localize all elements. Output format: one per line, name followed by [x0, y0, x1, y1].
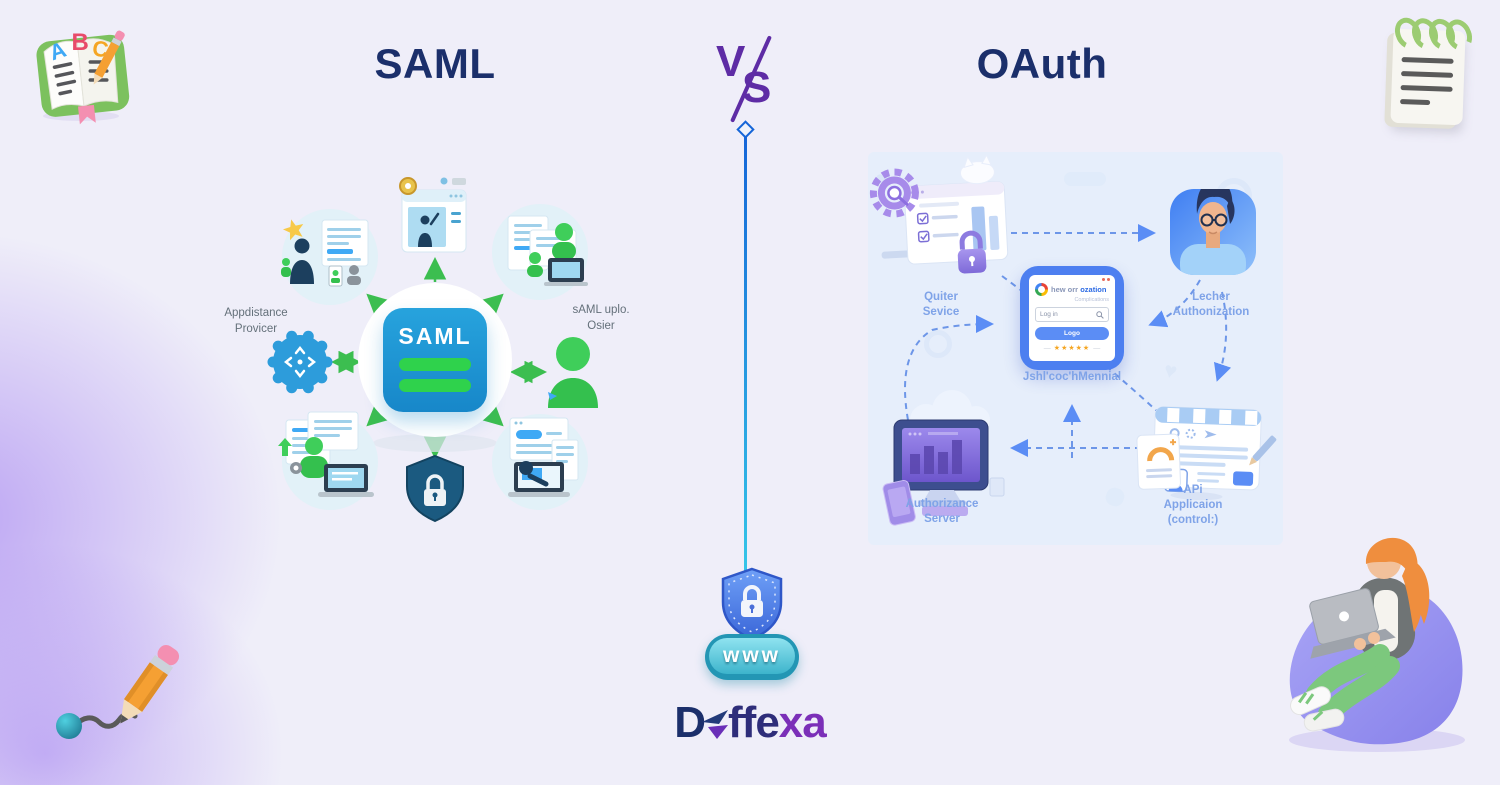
saml-bar-1: [399, 358, 471, 371]
oauth-node-api-app: [1136, 406, 1277, 501]
cursor-icon: [548, 392, 557, 400]
star-icon: [282, 219, 304, 241]
saml-right-label: sAML uplo. Osier: [572, 304, 630, 333]
notepad-pad: [1390, 13, 1477, 126]
saml-bar-2: [399, 379, 471, 392]
saml-diagram: SAML Appdistance Provicer sAML uplo. Osi…: [224, 150, 660, 570]
book-illustration: A B C: [36, 29, 130, 125]
awning-icon: [1155, 406, 1262, 426]
center-shield-lock-icon: [721, 567, 783, 641]
padlock-icon: [741, 585, 763, 617]
oauth-client-label: Quiter Sevice: [922, 291, 960, 318]
person-on-beanbag-illustration: [1289, 537, 1465, 752]
consent-subtitle: Complications: [1074, 297, 1109, 303]
diffexa-text-part2: xa: [778, 698, 827, 747]
notepad-illustration: [1386, 13, 1477, 130]
paper-plane-icon: [1204, 430, 1217, 439]
book-letter-b: B: [71, 29, 88, 56]
diffexa-logo: D ffe xa: [0, 698, 1500, 748]
saml-title: SAML: [374, 40, 496, 87]
saml-node-identity: [281, 209, 378, 305]
oauth-diagram: ♥ ♥: [868, 152, 1283, 545]
bookmark-icon: [78, 104, 96, 125]
center-divider-line: [744, 136, 747, 574]
vs-letter-v: V: [716, 37, 746, 86]
www-label: www: [722, 644, 781, 667]
pencil-illustration: [56, 645, 180, 739]
saml-node-browser: [399, 177, 467, 253]
saml-shield-lock-icon: [406, 454, 464, 523]
gauge-card-icon: [1136, 433, 1181, 490]
saml-node-federation-gear: [267, 330, 333, 394]
saml-node-laptop-user: [278, 411, 378, 510]
search-icon: [1096, 310, 1104, 319]
www-badge: www: [705, 634, 799, 680]
tablet-icon: [882, 479, 916, 526]
oauth-server-label: Authorizance Server: [905, 498, 979, 525]
gear-magnifier-icon: [869, 168, 919, 218]
saml-center-box: SAML: [383, 308, 487, 412]
vs-badge: V S: [716, 35, 786, 128]
www-badge-face: www: [709, 638, 795, 674]
oauth-api-label: APi Applicaion (control:): [1163, 484, 1223, 526]
oauth-consent-card: hew orr ozation Complications Log in Log…: [1020, 266, 1124, 370]
cloud-watermark-icon: [1064, 172, 1106, 186]
gear-watermark-icon: [924, 330, 952, 358]
login-card: hew orr ozation Complications Log in Log…: [1029, 275, 1115, 361]
diffexa-arrows-icon: [702, 710, 729, 739]
oauth-title: OAuth: [976, 40, 1108, 87]
oauth-node-auth-server: [882, 390, 1005, 526]
oauth-node-user-avatar: [1170, 189, 1256, 275]
saml-left-label: Appdistance Provicer: [224, 307, 288, 336]
oauth-center-label: Jshl'coc'hMennial: [1022, 371, 1122, 383]
book-pencil-icon: [93, 30, 125, 85]
diffexa-text-part1: ffe: [728, 698, 780, 747]
rating-row: — ★★★★★ —: [1043, 344, 1101, 353]
oauth-diagram-graphic: [869, 154, 1277, 526]
woman-figure: [1290, 537, 1423, 732]
up-arrow-icon: [278, 438, 292, 456]
vs-letter-s: S: [742, 63, 772, 112]
oauth-user-label: Lecher Authonization: [1172, 291, 1250, 318]
login-button: Logo: [1035, 327, 1109, 340]
google-g-icon: [1035, 283, 1048, 296]
teal-ball-icon: [56, 713, 82, 739]
window-dots-icon: [1102, 278, 1110, 281]
book-letter-a: A: [46, 37, 69, 66]
saml-node-presentation: [492, 414, 588, 510]
sneakers: [1290, 686, 1345, 732]
pencil-icon: [120, 645, 180, 724]
saml-node-users-docs: [492, 204, 588, 300]
cloud-cat-icon: [959, 154, 995, 185]
lock-icon: [957, 230, 987, 274]
consent-brand: hew orr ozation: [1051, 285, 1107, 294]
saml-node-user: [548, 337, 598, 408]
login-input: Log in: [1035, 307, 1109, 322]
stars-icon: ★★★★★: [1053, 345, 1091, 352]
saml-center-label: SAML: [398, 323, 472, 349]
diffexa-letter-d: D: [674, 698, 706, 747]
pencil-cursor-icon: [1249, 435, 1277, 466]
oauth-node-client: [869, 154, 1009, 274]
